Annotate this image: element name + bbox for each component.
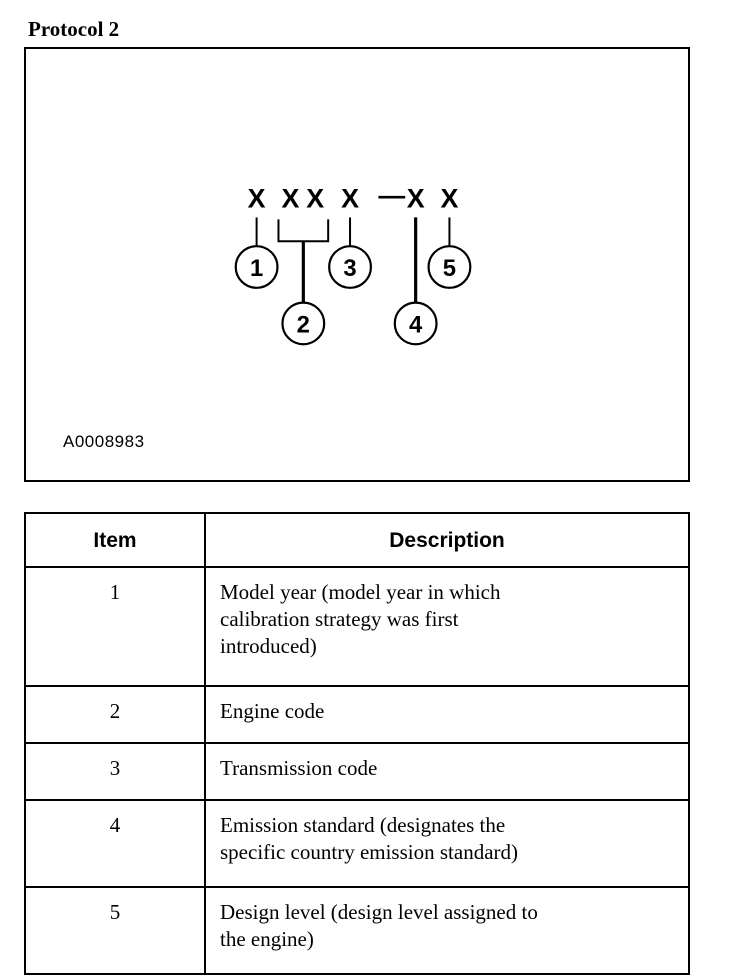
callout-label-4: 4 [409, 311, 423, 338]
callout-label-5: 5 [443, 255, 456, 282]
bracket-xx-pair [277, 219, 330, 243]
cell-item-description: Emission standard (designates the specif… [204, 799, 690, 888]
callout-circle-4 [393, 301, 438, 346]
callout-label-1: 1 [250, 255, 263, 282]
code-char-3: X [306, 184, 324, 214]
description-line: specific country emission standard) [220, 840, 518, 864]
callout-label-3: 3 [343, 255, 356, 282]
description-line: Model year (model year in which [220, 580, 501, 604]
description-line: introduced) [220, 634, 317, 658]
description-line: Transmission code [220, 756, 378, 780]
code-char-6: X [440, 184, 458, 214]
table-header: Item Description [24, 512, 690, 568]
code-char-dash: — [378, 181, 405, 211]
cell-item-number: 3 [24, 742, 206, 801]
figure-frame: X X X X — X X 2 4 1 3 5 A0008983 [24, 47, 690, 482]
cell-item-description: Transmission code [204, 742, 690, 801]
cell-item-number: 2 [24, 685, 206, 744]
description-line: calibration strategy was first [220, 607, 459, 631]
code-char-2: X [281, 184, 299, 214]
cell-item-description: Design level (design level assigned to t… [204, 886, 690, 975]
code-char-1: X [248, 184, 266, 214]
table-body: 1 Model year (model year in which calibr… [24, 566, 690, 975]
page-title: Protocol 2 [28, 17, 120, 41]
code-char-4: X [341, 184, 359, 214]
cell-item-number: 5 [24, 886, 206, 975]
table-row: 3 Transmission code [24, 742, 690, 801]
table-row: 2 Engine code [24, 685, 690, 744]
description-line: Engine code [220, 699, 325, 723]
callout-circle-1 [234, 245, 279, 289]
cell-item-number: 1 [24, 566, 206, 687]
callout-circle-5 [427, 245, 472, 289]
cell-item-description: Engine code [204, 685, 690, 744]
column-header-description: Description [204, 512, 690, 568]
table-row: 1 Model year (model year in which calibr… [24, 566, 690, 687]
description-line: Emission standard (designates the [220, 813, 506, 837]
callout-circle-2 [281, 301, 326, 346]
cell-item-number: 4 [24, 799, 206, 888]
table-row: 5 Design level (design level assigned to… [24, 886, 690, 975]
column-header-item: Item [24, 512, 206, 568]
callout-label-2: 2 [297, 311, 310, 338]
cell-item-description: Model year (model year in which calibrat… [204, 566, 690, 687]
calibration-code-diagram: X X X X — X X 2 4 1 3 5 [234, 181, 472, 346]
code-char-5: X [407, 184, 425, 214]
table-header-row: Item Description [24, 512, 690, 568]
description-line: Design level (design level assigned to [220, 900, 538, 924]
table-row: 4 Emission standard (designates the spec… [24, 799, 690, 888]
callout-circle-3 [328, 245, 373, 289]
figure-reference-code: A0008983 [63, 432, 145, 451]
item-description-table: Item Description 1 Model year (model yea… [24, 512, 690, 975]
description-line: the engine) [220, 927, 314, 951]
